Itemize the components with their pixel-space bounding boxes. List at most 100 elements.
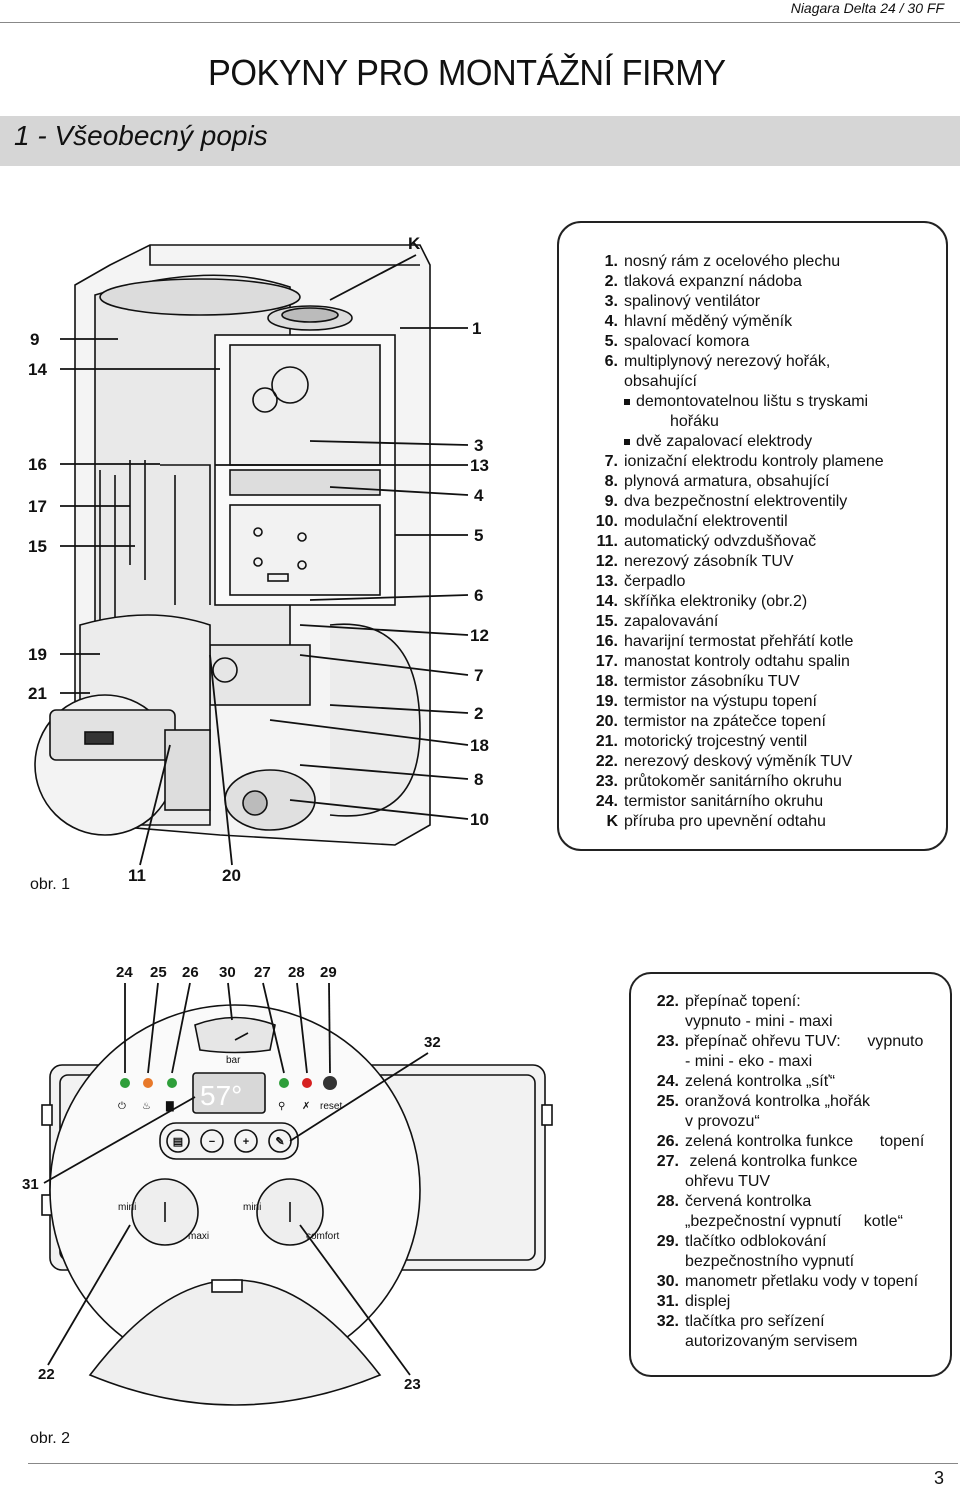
callout-30: 30 (219, 964, 236, 981)
legend1-item-text: průtokoměr sanitárního okruhu (624, 773, 842, 790)
legend2-item-number: 30. (656, 1273, 679, 1290)
page-title: POKYNY PRO MONTÁŽNÍ FIRMY (208, 52, 726, 93)
legend1-item-text: zapalovavání (624, 613, 719, 630)
legend1-item-text: termistor sanitárního okruhu (624, 793, 824, 810)
legend2-item: - mini - eko - maxi (643, 1052, 945, 1072)
legend1-item: 16.havarijní termostat přehřátí kotle (585, 632, 940, 652)
legend1-item-number: 10. (595, 513, 618, 530)
legend2-item: 25.oranžová kontrolka „hořák (643, 1092, 945, 1112)
reset-button[interactable] (323, 1076, 337, 1090)
legend2-item-number: 26. (656, 1133, 679, 1150)
legend1-item-number (585, 432, 624, 452)
legend1-item-number: 3. (604, 293, 618, 310)
legend1-item-number: 1. (604, 253, 618, 270)
legend2-item-text: oranžová kontrolka „hořák (685, 1093, 870, 1110)
legend1-item: 13. čerpadlo (585, 572, 940, 592)
radiator-icon: ▇ (165, 1101, 174, 1112)
callout-31: 31 (22, 1176, 39, 1193)
legend1-item-text: čerpadlo (624, 573, 686, 590)
legend1-item-text: hlavní měděný výměník (624, 313, 793, 330)
callout-3: 3 (474, 436, 483, 455)
legend1-item: 1.nosný rám z ocelového plechu (585, 252, 940, 272)
legend1-item: 21.motorický trojcestný ventil (585, 732, 940, 752)
callout-k: K (408, 234, 421, 253)
legend2-item-text: manometr přetlaku vody v topení (685, 1273, 919, 1290)
legend-2-list: 22.přepínač topení:vypnuto - mini - maxi… (643, 992, 945, 1352)
legend1-item: 12.nerezový zásobník TUV (585, 552, 940, 572)
legend2-item: 22.přepínač topení: (643, 992, 945, 1012)
boiler-illustration: 9 14 16 17 15 19 21 1 3 13 4 5 6 12 7 2 … (28, 234, 489, 885)
plus-button-icon[interactable]: + (243, 1136, 249, 1148)
legend2-item: bezpečnostního vypnutí (643, 1252, 945, 1272)
legend2-item: v provozu“ (643, 1112, 945, 1132)
legend1-item: 20.termistor na zpátečce topení (585, 712, 940, 732)
legend1-item-text: plynová armatura, obsahující (624, 473, 830, 490)
safety-icon: ✗ (302, 1101, 310, 1112)
legend1-item: 3. spalinový ventilátor (585, 292, 940, 312)
legend1-item-text: skříňka elektroniky (obr.2) (624, 593, 808, 610)
bar-label: bar (226, 1055, 241, 1066)
legend1-item-number: 18. (595, 673, 618, 690)
legend1-item-number: 20. (595, 713, 618, 730)
legend1-item-text: spalovací komora (624, 333, 750, 350)
legend1-item: 23.průtokoměr sanitárního okruhu (585, 772, 940, 792)
legend1-item-number: 13. (595, 573, 618, 590)
legend1-item-number: 12. (595, 553, 618, 570)
legend2-item-number: 31. (656, 1293, 679, 1310)
legend1-item: demontovatelnou lištu s tryskami (585, 392, 940, 412)
legend1-item: 14.skříňka elektroniky (obr.2) (585, 592, 940, 612)
legend1-item-text: tlaková expanzní nádoba (624, 273, 802, 290)
legend1-item: 9.dva bezpečnostní elektroventily (585, 492, 940, 512)
legend1-item: 19.termistor na výstupu topení (585, 692, 940, 712)
figure-2-caption: obr. 2 (30, 1430, 71, 1447)
legend2-item: 30. manometr přetlaku vody v topení (643, 1272, 945, 1292)
legend1-item-text: dvě zapalovací elektrody (636, 433, 813, 450)
callout-6: 6 (474, 586, 483, 605)
callout-25: 25 (150, 964, 167, 981)
callout-15: 15 (28, 537, 47, 556)
callout-5: 5 (474, 526, 483, 545)
callout-26: 26 (182, 964, 199, 981)
legend2-item-text: vypnuto - mini - maxi (685, 1013, 833, 1030)
tap-icon: ⚲ (278, 1101, 285, 1112)
bullet-icon (624, 399, 630, 405)
legend1-item: hořáku (585, 412, 940, 432)
legend1-item-text: spalinový ventilátor (624, 293, 761, 310)
legend1-item: 2. tlaková expanzní nádoba (585, 272, 940, 292)
legend1-item-number: K (606, 813, 618, 830)
legend1-item: 6.multiplynový nerezový hořák, (585, 352, 940, 372)
minus-button-icon[interactable]: − (209, 1136, 215, 1148)
header-divider (0, 22, 960, 23)
legend2-item-text: bezpečnostního vypnutí (685, 1253, 855, 1270)
legend1-item-text: příruba pro upevnění odtahu (624, 813, 826, 830)
callout-12: 12 (470, 626, 489, 645)
callout-10: 10 (470, 810, 489, 829)
legend1-item-number: 22. (595, 753, 618, 770)
mini-right-label: mini (243, 1202, 261, 1213)
info-button-icon[interactable]: ▤ (173, 1136, 183, 1148)
legend2-item: „bezpečnostní vypnutí kotle“ (643, 1212, 945, 1232)
legend1-item-text: automatický odvzdušňovač (624, 533, 817, 550)
callout-14: 14 (28, 360, 47, 379)
legend1-item: 22.nerezový deskový výměník TUV (585, 752, 940, 772)
legend1-item-number (585, 392, 624, 412)
document-title: Niagara Delta 24 / 30 FF (790, 0, 944, 16)
legend1-item: 5.spalovací komora (585, 332, 940, 352)
comfort-label: comfort (306, 1231, 340, 1242)
callout-27: 27 (254, 964, 271, 981)
legend1-item-text: obsahující (624, 373, 697, 390)
callout-9: 9 (30, 330, 39, 349)
legend1-item: 8.plynová armatura, obsahující (585, 472, 940, 492)
legend1-item-text: ionizační elektrodu kontroly plamene (624, 453, 884, 470)
callout-28: 28 (288, 964, 305, 981)
legend1-item-number: 11. (596, 533, 618, 550)
legend2-item: 31.displej (643, 1292, 945, 1312)
legend2-item-text: - mini - eko - maxi (685, 1053, 813, 1070)
legend1-item-number: 2. (604, 273, 618, 290)
service-button-icon[interactable]: ✎ (275, 1136, 284, 1148)
legend2-item-text: zelená kontrolka „síť“ (685, 1073, 836, 1090)
legend2-item: 32.tlačítka pro seřízení (643, 1312, 945, 1332)
led-safety-icon (302, 1078, 312, 1088)
